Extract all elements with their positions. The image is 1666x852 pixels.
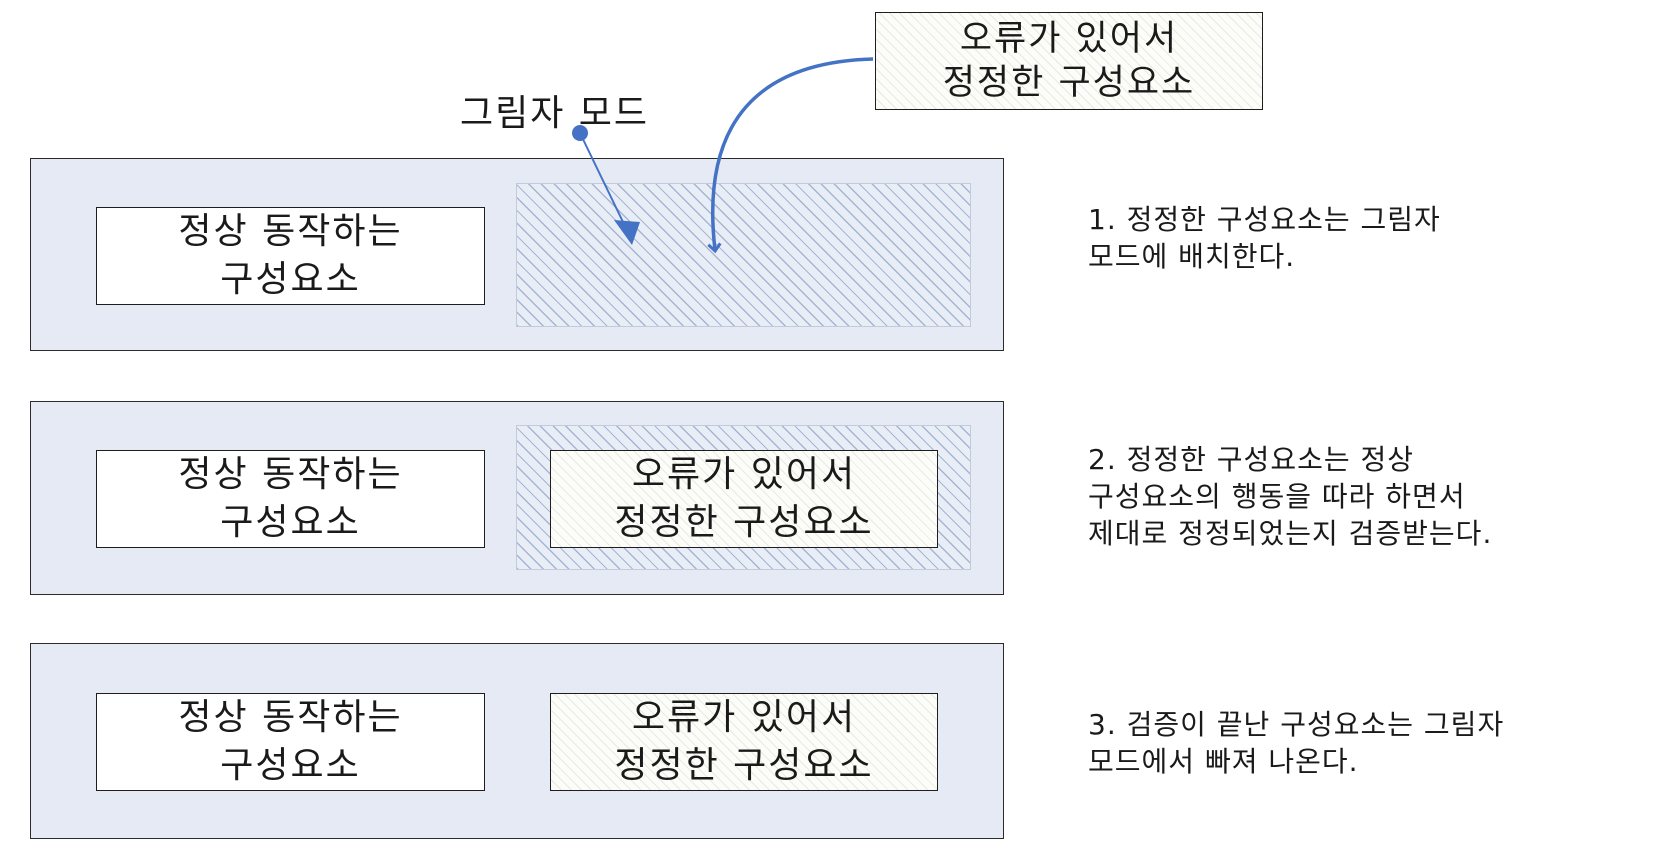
- corrected-box-line2: 정정한 구성요소: [614, 745, 874, 786]
- pointer-line-icon: [579, 132, 624, 223]
- stage-3-corrected-component: 오류가 있어서 정정한 구성요소: [550, 693, 938, 791]
- normal-box-line1: 정상 동작하는: [178, 454, 403, 495]
- step-3-line2: 모드에서 빠져 나온다.: [1088, 745, 1359, 778]
- shadow-mode-label: 그림자 모드: [460, 93, 650, 134]
- normal-box-line2: 구성요소: [220, 502, 361, 543]
- normal-box-line1: 정상 동작하는: [178, 211, 403, 252]
- step-3-description: 3. 검증이 끝난 구성요소는 그림자 모드에서 빠져 나온다.: [1088, 706, 1504, 780]
- corrected-box-line2: 정정한 구성요소: [614, 502, 874, 543]
- step-3-line1: 3. 검증이 끝난 구성요소는 그림자: [1088, 708, 1505, 741]
- normal-box-line1: 정상 동작하는: [178, 697, 403, 738]
- stage-3-normal-component: 정상 동작하는 구성요소: [96, 693, 485, 791]
- step-1-line2: 모드에 배치한다.: [1088, 240, 1296, 273]
- normal-box-line2: 구성요소: [220, 259, 361, 300]
- stage-2-corrected-component: 오류가 있어서 정정한 구성요소: [550, 450, 938, 548]
- step-2-line1: 2. 정정한 구성요소는 정상: [1088, 443, 1415, 476]
- stage-1-shadow-mode-zone: [516, 183, 971, 327]
- step-1-description: 1. 정정한 구성요소는 그림자 모드에 배치한다.: [1088, 201, 1441, 275]
- normal-box-line2: 구성요소: [220, 745, 361, 786]
- corrected-box-line2: 정정한 구성요소: [942, 63, 1196, 103]
- corrected-box-line1: 오류가 있어서: [631, 697, 857, 738]
- stage-1-normal-component: 정상 동작하는 구성요소: [96, 207, 485, 305]
- corrected-component-box-top: 오류가 있어서 정정한 구성요소: [875, 12, 1263, 110]
- curved-arrow-icon: [713, 57, 874, 250]
- step-2-description: 2. 정정한 구성요소는 정상 구성요소의 행동을 따라 하면서 제대로 정정되…: [1088, 441, 1492, 552]
- step-1-line1: 1. 정정한 구성요소는 그림자: [1088, 203, 1441, 236]
- pointer-triangle-icon: [614, 220, 640, 245]
- corrected-box-line1: 오류가 있어서: [631, 454, 857, 495]
- step-2-line3: 제대로 정정되었는지 검증받는다.: [1088, 517, 1493, 550]
- corrected-box-line1: 오류가 있어서: [959, 19, 1179, 59]
- stage-2-normal-component: 정상 동작하는 구성요소: [96, 450, 485, 548]
- step-2-line2: 구성요소의 행동을 따라 하면서: [1088, 480, 1466, 513]
